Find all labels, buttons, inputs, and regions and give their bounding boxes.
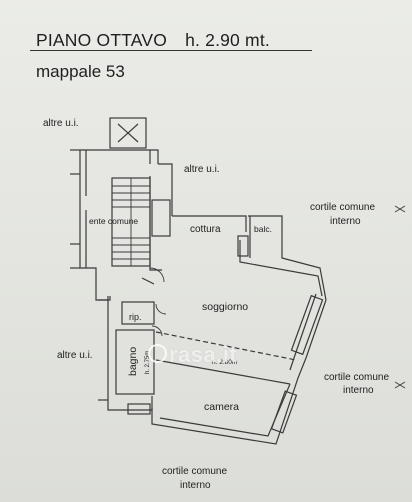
label-bagno-height: h. 2.75m (145, 351, 151, 374)
label-living-height: h. 2.80m (212, 359, 237, 366)
label-cortile-e-1: cortile comune (324, 372, 389, 383)
label-cortile-ne-1: cortile comune (310, 202, 375, 213)
parcel-label: mappale 53 (36, 62, 125, 81)
closet-rip (121, 301, 155, 325)
entrance-mark (141, 277, 155, 285)
common-area-top-wall (80, 149, 159, 164)
label-cottura: cottura (190, 224, 221, 235)
door-threshold (127, 403, 151, 415)
floor-name: PIANO OTTAVO (36, 30, 168, 50)
common-area-left-wall (79, 150, 111, 301)
door-arc-entrance (149, 267, 165, 283)
stair-steps (112, 178, 150, 266)
door-arc-bathroom (151, 325, 163, 337)
edge-mark-2 (394, 205, 406, 213)
label-bagno: bagno (127, 347, 139, 376)
label-camera: camera (204, 401, 239, 413)
ceiling-height: h. 2.90 mt. (185, 30, 270, 50)
shaft-cross-b (117, 123, 139, 143)
service-block-outer (107, 296, 153, 411)
camera-inner-wall (159, 383, 291, 437)
watermark-logo-icon (148, 344, 167, 363)
living-window (290, 294, 324, 356)
common-area-right-wall (149, 163, 173, 271)
label-altre-right: altre u.i. (184, 164, 220, 175)
label-rip: rip. (129, 312, 142, 322)
kitchen-top-wall (172, 215, 247, 232)
label-altre-top: altre u.i. (43, 118, 79, 129)
balcony-wall (248, 215, 327, 301)
label-cortile-s-1: cortile comune (162, 466, 227, 477)
label-cortile-s-2: interno (180, 480, 211, 491)
living-east-wall (297, 299, 327, 379)
elevator-shaft (109, 117, 147, 149)
kitchen-stove (237, 235, 249, 257)
watermark-text: rasa.it (169, 342, 238, 367)
stair-landing (151, 199, 171, 237)
wall-lines (70, 117, 406, 445)
door-arc-closet (155, 303, 167, 315)
living-north-wall (239, 240, 323, 297)
plan-title: PIANO OTTAVO h. 2.90 mt. (36, 30, 270, 51)
title-underline (30, 50, 312, 51)
camera-outer-wall (151, 377, 299, 445)
label-altre-left: altre u.i. (57, 350, 93, 361)
camera-window (270, 390, 298, 434)
label-cortile-ne-2: interno (330, 216, 361, 227)
camera-north-wall (155, 359, 291, 385)
label-ente-comune: ente comune (89, 216, 138, 226)
label-soggiorno: soggiorno (202, 301, 248, 313)
watermark: rasa.it (148, 342, 237, 368)
edge-mark-4 (394, 381, 406, 389)
living-east-wall-inner (289, 293, 317, 371)
label-cortile-e-2: interno (343, 385, 374, 396)
label-balc: balc. (254, 224, 272, 234)
